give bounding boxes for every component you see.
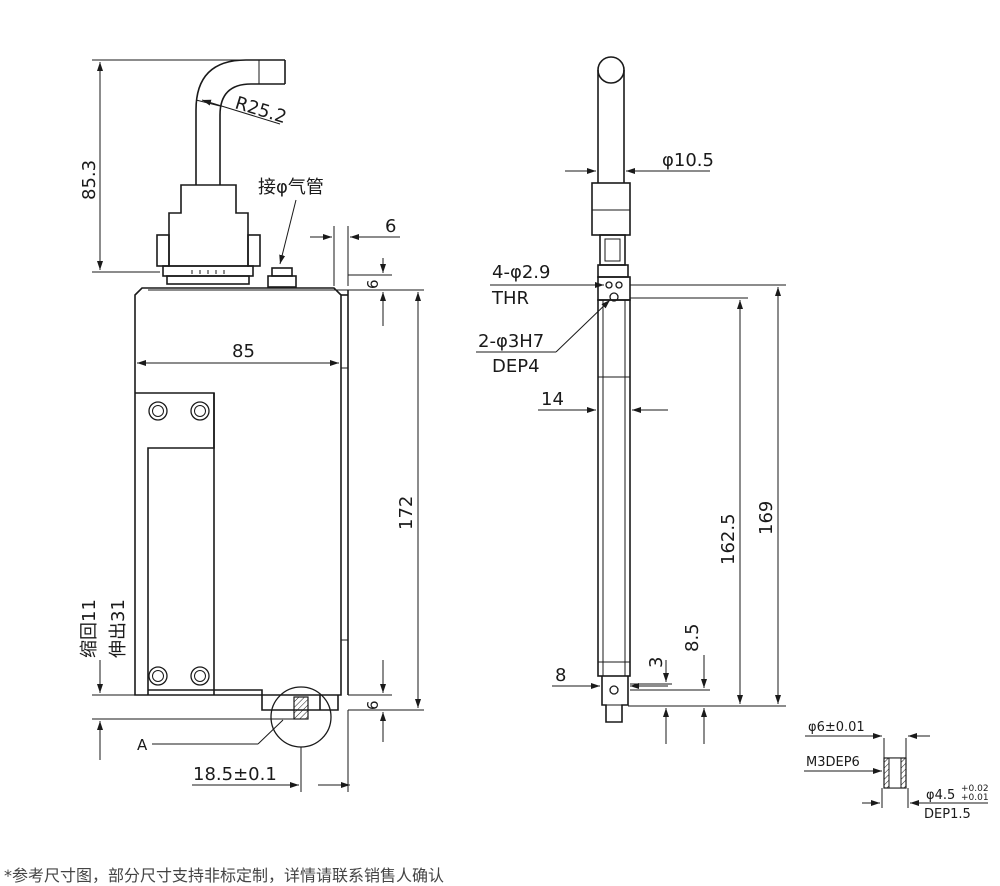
callout-thr-holes: 4-φ2.9 THR xyxy=(490,262,604,309)
detail-a-callout: A xyxy=(137,719,284,754)
side-body xyxy=(597,276,631,723)
stroke-extend-text: 伸出31 xyxy=(108,599,129,658)
bore-diameter-text: φ4.5 xyxy=(926,788,955,803)
dim-162-5: 162.5 xyxy=(718,300,743,704)
dim-8-text: 8 xyxy=(555,665,566,686)
callout-pin-holes: 2-φ3H7 DEP4 xyxy=(476,299,611,377)
width-text: 85 xyxy=(232,341,255,362)
pin-offset-text: 18.5±0.1 xyxy=(193,764,277,785)
holes-pin-text: 2-φ3H7 xyxy=(478,331,544,352)
footnote: *参考尺寸图，部分尺寸支持非标定制，详情请联系销售人确认 xyxy=(4,866,445,885)
dim-tube-diameter: φ10.5 xyxy=(565,150,714,174)
dim-172: 172 xyxy=(348,292,424,711)
dim-top-gap: 6 xyxy=(310,216,400,286)
dim-bend-radius: R25.2 xyxy=(201,93,289,128)
holes-thr-text: 4-φ2.9 xyxy=(492,262,550,283)
air-fitting xyxy=(267,267,297,288)
holes-thr-note: THR xyxy=(491,288,529,309)
stroke-retract-text: 缩回11 xyxy=(79,599,100,658)
bottom-offset-text: 6 xyxy=(364,700,382,710)
bore-depth-text: DEP1.5 xyxy=(924,807,971,822)
dim-8-5: 8.5 xyxy=(682,623,707,744)
detail-view: φ6±0.01 M3DEP6 φ4.5 +0.02 +0.01 DEP1.5 xyxy=(804,720,989,822)
side-view: φ10.5 4-φ2.9 THR 2-φ3H7 DEP4 14 xyxy=(476,56,786,744)
top-offset-text: 6 xyxy=(364,279,382,289)
thickness-text: 14 xyxy=(541,389,564,410)
height-holes-text: 162.5 xyxy=(718,513,739,565)
top-gap-text: 6 xyxy=(385,216,396,237)
dim-stroke: 缩回11 伸出31 xyxy=(79,599,300,760)
dim-8-5-text: 8.5 xyxy=(682,623,703,652)
side-connector xyxy=(591,182,631,278)
dim-8: 8 xyxy=(552,665,668,689)
dim-169: 169 xyxy=(756,287,781,704)
dim-85-3: 85.3 xyxy=(79,59,259,273)
dim-bottom-offset: 6 xyxy=(348,660,392,742)
dim-thread: M3DEP6 xyxy=(804,755,882,774)
detail-a-label: A xyxy=(137,736,148,754)
connector xyxy=(156,184,261,285)
bore-tol-upper: +0.02 xyxy=(961,784,989,794)
pin-diameter-text: φ6±0.01 xyxy=(808,720,865,735)
front-view: 85.3 R25.2 接φ气管 6 6 xyxy=(79,59,424,792)
dim-thickness: 14 xyxy=(538,389,668,413)
air-fitting-label: 接φ气管 xyxy=(258,177,324,198)
dim-85: 85 xyxy=(137,341,339,366)
dim-3: 3 xyxy=(646,657,669,744)
bend-radius-text: R25.2 xyxy=(233,93,289,128)
dim-top-offset: 6 xyxy=(348,258,424,326)
dim-3-text: 3 xyxy=(646,657,667,668)
side-tube xyxy=(597,56,625,183)
holes-pin-note: DEP4 xyxy=(492,356,540,377)
thread-text: M3DEP6 xyxy=(806,755,860,770)
tube-diameter-text: φ10.5 xyxy=(662,150,714,171)
dim-pin-offset: 18.5±0.1 xyxy=(192,710,350,792)
height-total-text: 169 xyxy=(756,501,777,535)
air-fitting-callout: 接φ气管 xyxy=(258,177,324,265)
dim-pin-diameter: φ6±0.01 xyxy=(805,720,930,739)
detail-circle-a xyxy=(270,686,332,748)
mount-screws xyxy=(148,401,210,686)
dim-bore: φ4.5 +0.02 +0.01 DEP1.5 xyxy=(862,784,989,822)
body-height-text: 172 xyxy=(396,496,417,530)
dim-85-3-text: 85.3 xyxy=(79,160,100,200)
connector-pins xyxy=(191,270,225,274)
bore-tol-lower: +0.01 xyxy=(961,793,989,803)
